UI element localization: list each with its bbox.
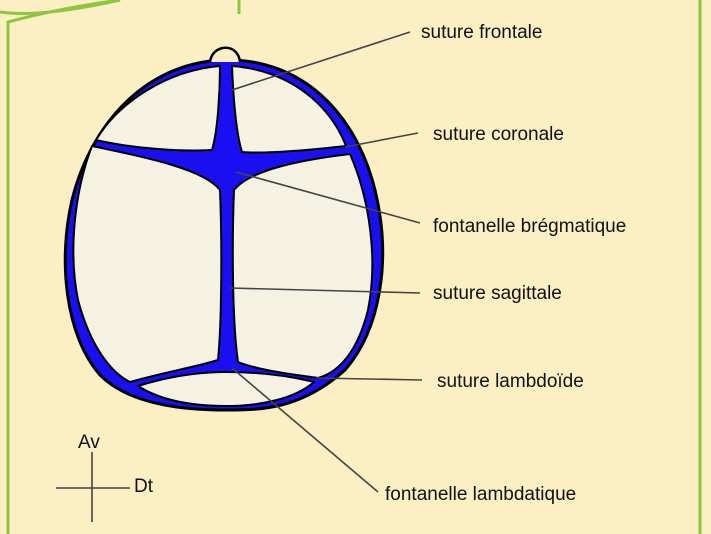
label-fontanelle-lambdatique: fontanelle lambdatique [385,484,576,505]
label-suture-coronale: suture coronale [433,124,564,145]
label-suture-sagittale: suture sagittale [433,283,562,304]
label-suture-frontale: suture frontale [421,22,542,43]
label-fontanelle-bregmatique: fontanelle brégmatique [433,216,626,237]
orientation-posterior-label: Dt [134,476,154,497]
label-suture-lambdoide: suture lambdoïde [437,371,584,392]
bone-parietal-left [73,146,221,382]
orientation-anterior-label: Av [78,432,100,453]
bone-parietal-right [233,154,373,378]
